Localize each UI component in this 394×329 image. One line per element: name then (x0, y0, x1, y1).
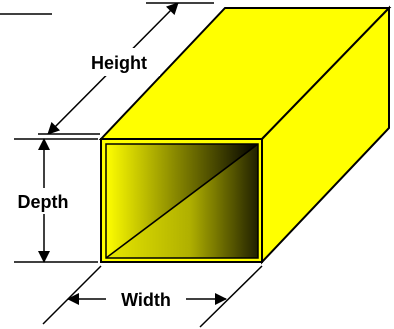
depth-label-background (6, 188, 80, 214)
tube-inner-diagonal (105, 143, 259, 259)
width-label: Width (121, 290, 171, 310)
tube-inner-outline (105, 143, 259, 259)
depth-label: Depth (18, 192, 69, 212)
height-label: Height (91, 53, 147, 73)
height-label-background (78, 48, 160, 76)
width-extension-line-left (42, 265, 102, 325)
width-extension-line-right (199, 265, 263, 328)
